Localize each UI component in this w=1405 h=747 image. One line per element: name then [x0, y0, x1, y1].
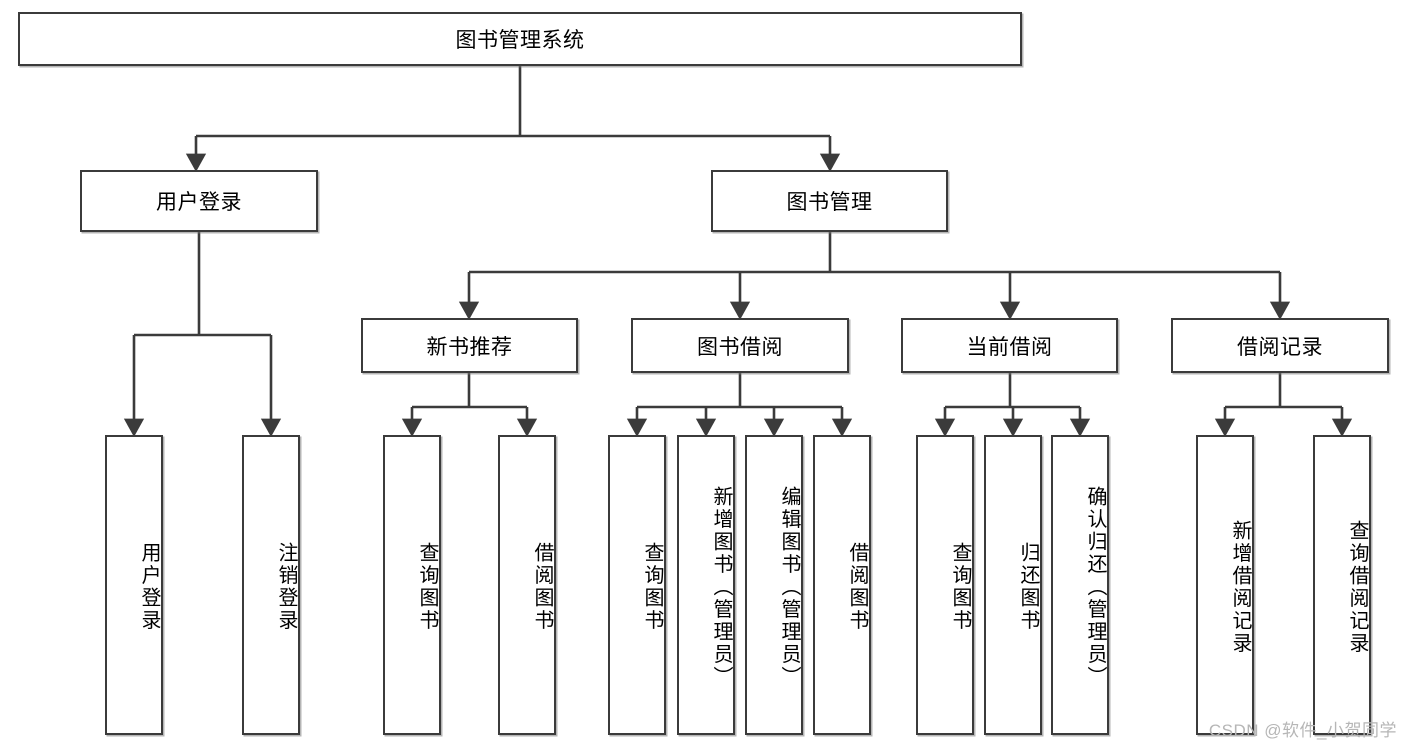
node-root-label: 图书管理系统: [455, 29, 585, 52]
node-user-login[interactable]: 用户登录: [80, 170, 318, 232]
node-book-management-label: 图书管理: [786, 191, 873, 214]
leaf-record-query-label: 查询借阅记录: [1346, 519, 1368, 655]
leaf-user-login[interactable]: 用户登录: [105, 435, 163, 735]
leaf-user-login-label: 用户登录: [138, 542, 160, 632]
leaf-current-return-book-label: 归还图书: [1017, 542, 1039, 632]
leaf-recommend-query-book[interactable]: 查询图书: [383, 435, 441, 735]
leaf-current-confirm-return[interactable]: 确认归还（管理员）: [1051, 435, 1109, 735]
leaf-user-logout-label: 注销登录: [275, 542, 297, 632]
leaf-borrow-query-book-label: 查询图书: [641, 542, 663, 632]
leaf-borrow-edit-book-label: 编辑图书（管理员）: [778, 485, 800, 689]
leaf-current-query-book-label: 查询图书: [949, 542, 971, 632]
leaf-recommend-borrow-book-label: 借阅图书: [531, 542, 553, 632]
node-new-book-recommend[interactable]: 新书推荐: [361, 318, 578, 373]
node-borrow-record-label: 借阅记录: [1237, 335, 1323, 359]
leaf-user-logout[interactable]: 注销登录: [242, 435, 300, 735]
node-borrow-record[interactable]: 借阅记录: [1171, 318, 1389, 373]
node-root[interactable]: 图书管理系统: [18, 12, 1022, 66]
leaf-record-add-label: 新增借阅记录: [1229, 519, 1251, 655]
node-current-borrow-label: 当前借阅: [966, 335, 1053, 359]
leaf-borrow-add-book-label: 新增图书（管理员）: [710, 485, 732, 689]
leaf-recommend-query-book-label: 查询图书: [416, 542, 438, 632]
leaf-borrow-query-book[interactable]: 查询图书: [608, 435, 666, 735]
leaf-borrow-borrow-book[interactable]: 借阅图书: [813, 435, 871, 735]
leaf-record-query[interactable]: 查询借阅记录: [1313, 435, 1371, 735]
watermark: CSDN @软件_小贺同学: [1208, 721, 1397, 740]
leaf-current-query-book[interactable]: 查询图书: [916, 435, 974, 735]
leaf-recommend-borrow-book[interactable]: 借阅图书: [498, 435, 556, 735]
node-book-management[interactable]: 图书管理: [711, 170, 948, 232]
leaf-record-add[interactable]: 新增借阅记录: [1196, 435, 1254, 735]
leaf-borrow-add-book[interactable]: 新增图书（管理员）: [677, 435, 735, 735]
leaf-current-return-book[interactable]: 归还图书: [984, 435, 1042, 735]
node-book-borrow[interactable]: 图书借阅: [631, 318, 849, 373]
leaf-borrow-borrow-book-label: 借阅图书: [846, 542, 868, 632]
node-new-book-recommend-label: 新书推荐: [426, 335, 513, 359]
leaf-current-confirm-return-label: 确认归还（管理员）: [1084, 485, 1106, 689]
node-current-borrow[interactable]: 当前借阅: [901, 318, 1118, 373]
node-book-borrow-label: 图书借阅: [697, 335, 783, 359]
node-user-login-label: 用户登录: [156, 191, 242, 214]
leaf-borrow-edit-book[interactable]: 编辑图书（管理员）: [745, 435, 803, 735]
